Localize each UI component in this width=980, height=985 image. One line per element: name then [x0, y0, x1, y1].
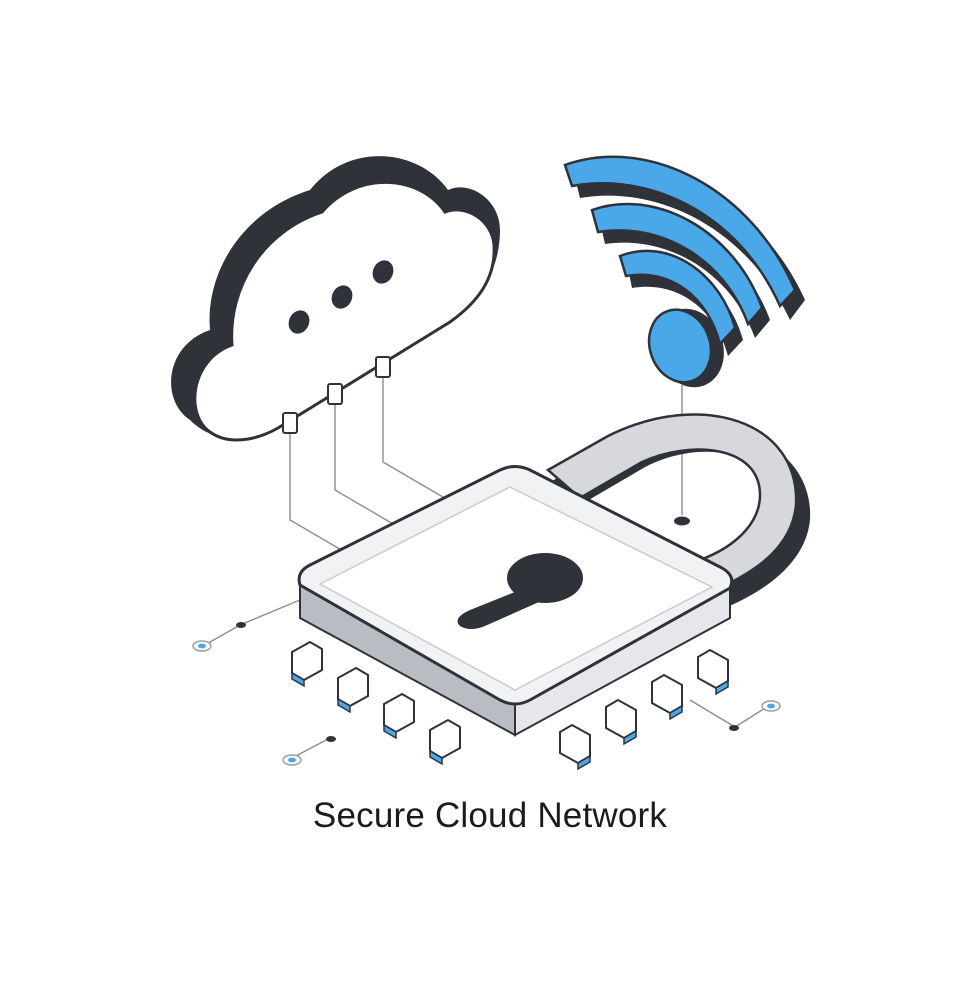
- circuit-nodes: [192, 516, 781, 766]
- chip-pins: [291, 640, 729, 771]
- cloud-icon: [171, 156, 501, 442]
- caption-title: Secure Cloud Network: [312, 796, 668, 835]
- chip-lock-body: [297, 465, 734, 737]
- wifi-icon: [563, 155, 805, 388]
- keyhole-icon: [457, 553, 583, 629]
